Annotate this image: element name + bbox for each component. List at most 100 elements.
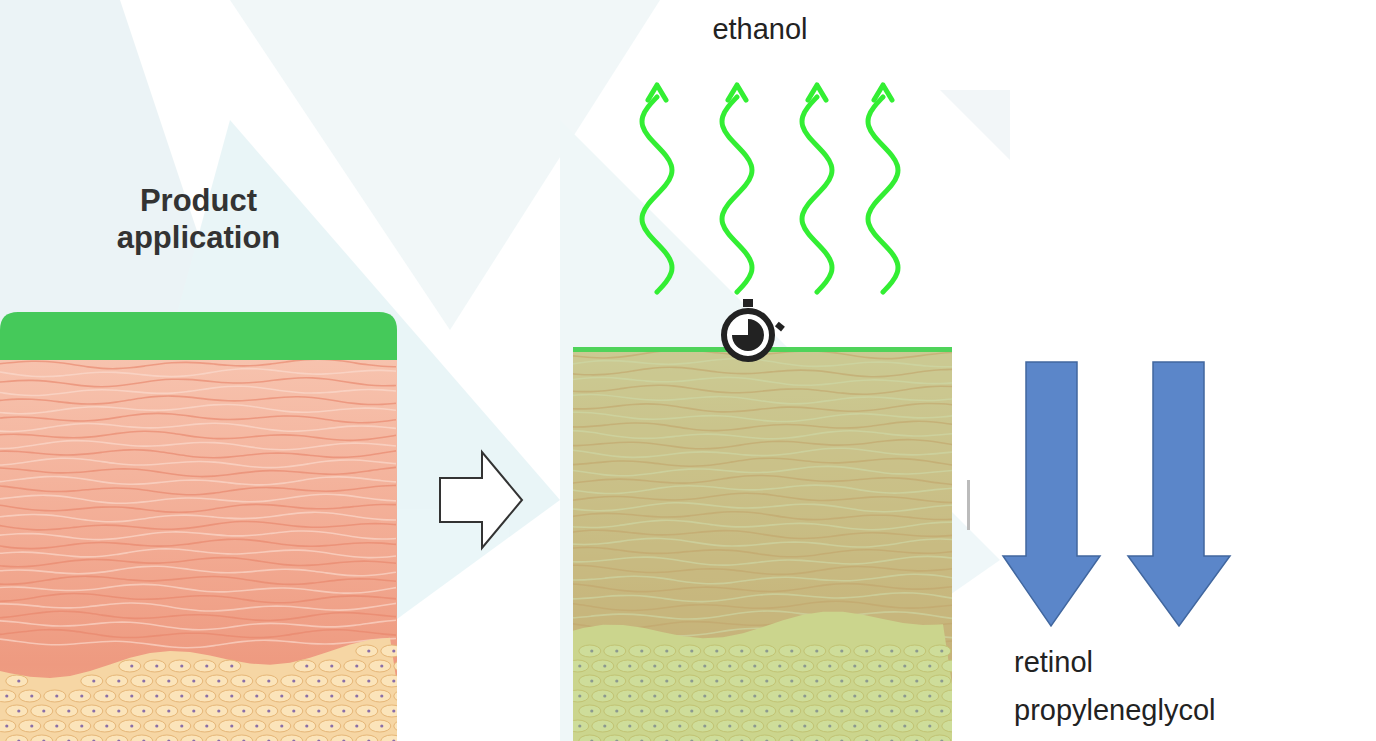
skin-cell [6, 675, 28, 687]
skin-cell [381, 645, 397, 657]
cell-nucleus [17, 709, 20, 712]
skin-cell [56, 705, 78, 717]
skin-cell [369, 660, 391, 672]
cell-nucleus [292, 739, 295, 741]
cell-nucleus [317, 679, 320, 682]
skin-cell [44, 690, 66, 702]
cell-nucleus [17, 739, 20, 741]
skin-fibre [0, 369, 396, 377]
skin-cell [269, 690, 291, 702]
skin-fibre [0, 450, 396, 458]
skin-cell [344, 660, 366, 672]
cell-nucleus [367, 649, 370, 652]
cell-nucleus [155, 724, 158, 727]
cell-nucleus [292, 709, 295, 712]
skin-cell [194, 720, 216, 732]
penetrating-ingredient: retinol [1014, 645, 1093, 680]
cell-nucleus [230, 664, 233, 667]
skin-cell [119, 720, 141, 732]
skin-cell [131, 705, 153, 717]
skin-cell [194, 690, 216, 702]
cell-nucleus [130, 664, 133, 667]
cell-nucleus [180, 664, 183, 667]
skin-cell [294, 690, 316, 702]
skin-cell [194, 660, 216, 672]
cell-nucleus [5, 694, 8, 697]
skin-fibre [0, 458, 396, 467]
skin-fibre [0, 638, 396, 647]
skin-cell [156, 705, 178, 717]
cell-nucleus [392, 649, 395, 652]
cell-nucleus [392, 679, 395, 682]
cell-nucleus [267, 679, 270, 682]
cell-nucleus [80, 724, 83, 727]
skin-cell [281, 705, 303, 717]
skin-cell [206, 675, 228, 687]
cell-nucleus [280, 694, 283, 697]
skin-cell [356, 645, 378, 657]
skin-cell [0, 690, 16, 702]
cell-nucleus [330, 664, 333, 667]
cell-nucleus [105, 694, 108, 697]
skin-cell [19, 720, 41, 732]
cell-nucleus [217, 679, 220, 682]
skin-cell [294, 720, 316, 732]
cell-nucleus [392, 709, 395, 712]
skin-section [0, 358, 397, 741]
skin-cell [106, 675, 128, 687]
skin-fibre [0, 584, 396, 593]
skin-fibre [0, 476, 396, 484]
cell-nucleus [392, 739, 395, 741]
skin-cell [181, 705, 203, 717]
cell-nucleus [180, 694, 183, 697]
vapour-arrowhead [648, 85, 666, 100]
cell-nucleus [280, 724, 283, 727]
skin-cell [6, 705, 28, 717]
cell-nucleus [55, 724, 58, 727]
cell-nucleus [192, 739, 195, 741]
skin-cell [0, 720, 16, 732]
skin-cell [356, 705, 378, 717]
skin-base [573, 348, 952, 741]
skin-cell [356, 675, 378, 687]
skin-cell [344, 690, 366, 702]
skin-fibre [0, 423, 396, 431]
cell-nucleus [217, 709, 220, 712]
skin-cell [231, 735, 253, 741]
cell-nucleus [342, 709, 345, 712]
cell-nucleus [130, 694, 133, 697]
cell-nucleus [255, 694, 258, 697]
skin-cell [331, 675, 353, 687]
cell-nucleus [205, 724, 208, 727]
vapour-wave [722, 97, 752, 292]
cell-nucleus [67, 739, 70, 741]
cell-nucleus [117, 679, 120, 682]
cell-nucleus [92, 709, 95, 712]
cell-nucleus [317, 709, 320, 712]
cell-nucleus [42, 709, 45, 712]
cell-nucleus [55, 694, 58, 697]
watermark [0, 0, 1010, 741]
skin-cell [144, 720, 166, 732]
cell-nucleus [205, 694, 208, 697]
vapour-arrowhead [874, 85, 892, 100]
cell-nucleus [380, 664, 383, 667]
skin-cell [219, 690, 241, 702]
skin-cell [256, 705, 278, 717]
skin-cell [281, 675, 303, 687]
skin-cell [269, 720, 291, 732]
skin-cell [394, 690, 397, 702]
cell-nucleus [305, 694, 308, 697]
cell-layer [0, 638, 397, 741]
cell-nucleus [242, 679, 245, 682]
cell-nucleus [355, 664, 358, 667]
skin-cell [6, 735, 28, 741]
cell-nucleus [180, 724, 183, 727]
cell-nucleus [167, 679, 170, 682]
skin-fibre [0, 378, 396, 387]
skin-cell [381, 675, 397, 687]
cell-nucleus [305, 724, 308, 727]
cell-nucleus [105, 724, 108, 727]
skin-cell [94, 720, 116, 732]
